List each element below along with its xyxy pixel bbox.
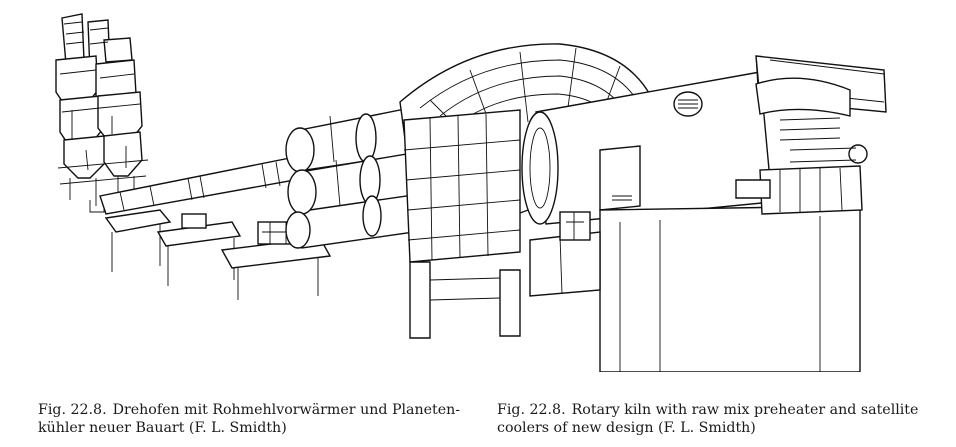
caption-english-line-1: Fig. 22.8. Rotary kiln with raw mix prehe… <box>497 401 937 419</box>
platform-structure <box>529 165 863 372</box>
caption-german: Fig. 22.8. Drehofen mit Rohmehlvorwärmer … <box>38 401 461 437</box>
caption-english-line-2: coolers of new design (F. L. Smidth) <box>497 420 756 436</box>
kiln-line-drawing <box>55 13 887 372</box>
caption-english-text-1: Rotary kiln with raw mix preheater and s… <box>571 402 919 418</box>
figure-number-english: Fig. 22.8. <box>497 402 566 418</box>
figure-number-german: Fig. 22.8. <box>38 402 107 418</box>
shading-accents <box>612 117 841 201</box>
firing-hood <box>521 55 887 225</box>
caption-german-line-1: Fig. 22.8. Drehofen mit Rohmehlvorwärmer … <box>38 401 461 419</box>
caption-german-line-2: kühler neuer Bauart (F. L. Smidth) <box>38 420 287 436</box>
preheater-tower <box>55 13 149 213</box>
caption-german-text-1: Drehofen mit Rohmehlvorwärmer und Planet… <box>112 402 461 418</box>
caption-english: Fig. 22.8. Rotary kiln with raw mix prehe… <box>497 401 937 437</box>
